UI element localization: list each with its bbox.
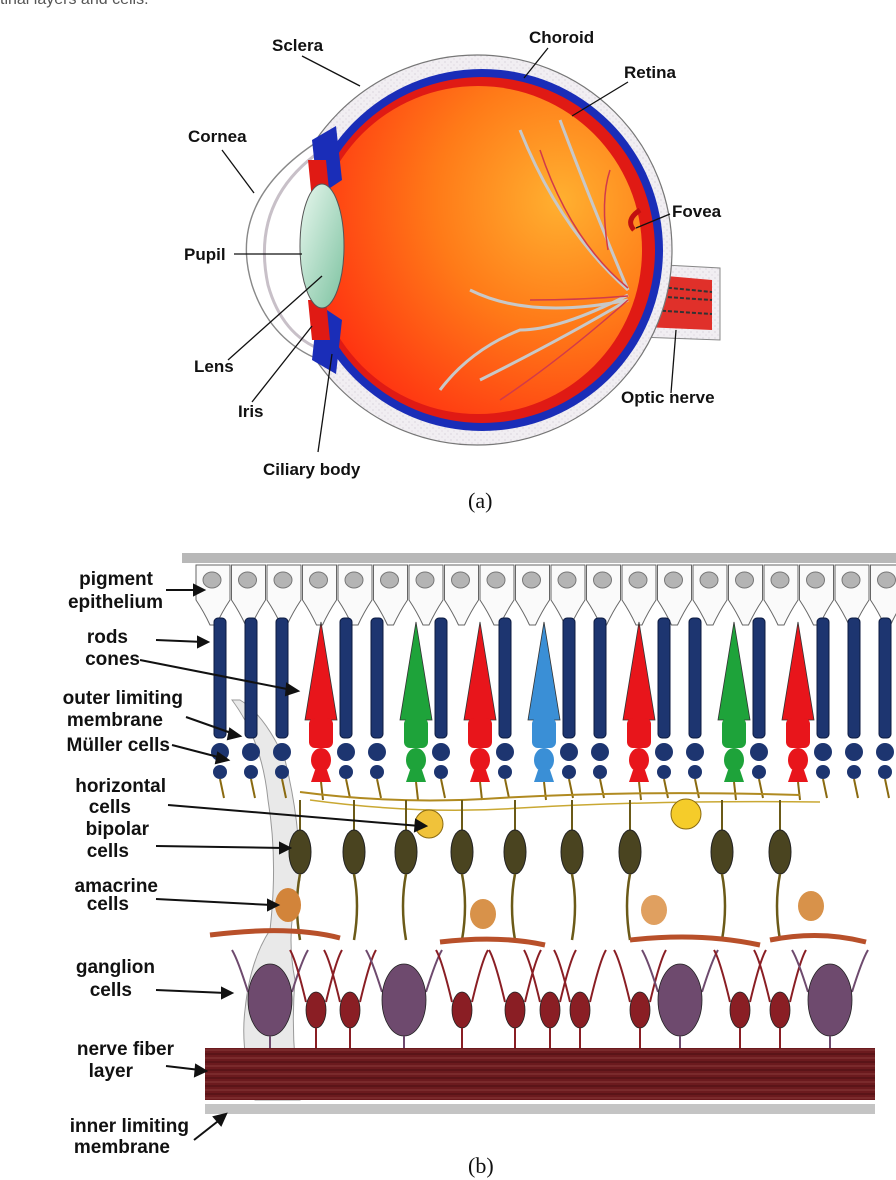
label-ciliary-body: Ciliary body <box>263 460 361 479</box>
label-fovea: Fovea <box>672 202 722 221</box>
rod <box>563 618 575 738</box>
rod <box>879 618 891 738</box>
rod <box>848 618 860 738</box>
label-muller: Müller cells <box>67 735 171 756</box>
ganglion-cells <box>232 950 868 1050</box>
cone <box>305 622 337 720</box>
rod <box>245 618 257 738</box>
rod <box>658 618 670 738</box>
label-sclera: Sclera <box>272 36 324 55</box>
retina-layers-diagram <box>182 553 896 1114</box>
label-lens: Lens <box>194 357 234 376</box>
rod <box>594 618 606 738</box>
bipolar-cell <box>504 830 526 874</box>
cone <box>718 622 750 720</box>
cone <box>782 622 814 720</box>
label-pigment-1: pigment <box>79 569 154 590</box>
label-pupil: Pupil <box>184 245 226 264</box>
caption-b: (b) <box>468 1153 494 1178</box>
cone <box>623 622 655 720</box>
bipolar-cell <box>711 830 733 874</box>
bipolar-cell <box>451 830 473 874</box>
label-horizontal-1: horizontal <box>75 776 166 797</box>
label-retina: Retina <box>624 63 677 82</box>
bipolar-cell <box>769 830 791 874</box>
inner-limiting-membrane-shape <box>205 1104 875 1114</box>
label-iris: Iris <box>238 402 264 421</box>
cone <box>464 622 496 720</box>
ganglion-cell <box>658 964 702 1036</box>
nerve-fiber-layer-shape <box>205 1048 875 1100</box>
ganglion-cell <box>570 992 590 1028</box>
label-optic-nerve: Optic nerve <box>621 388 715 407</box>
rod <box>499 618 511 738</box>
ganglion-cell <box>248 964 292 1036</box>
bipolar-cell <box>289 830 311 874</box>
label-nfl-1: nerve fiber <box>77 1039 175 1060</box>
ganglion-cell <box>452 992 472 1028</box>
amacrine-cells <box>210 888 866 945</box>
choroid-band <box>182 553 896 563</box>
rod <box>371 618 383 738</box>
rod <box>753 618 765 738</box>
label-bipolar-1: bipolar <box>86 819 150 840</box>
ganglion-cell <box>730 992 750 1028</box>
label-ganglion-2: cells <box>90 980 132 1001</box>
ganglion-cell <box>540 992 560 1028</box>
horizontal-cell-2 <box>671 799 701 829</box>
label-nfl-2: layer <box>89 1061 134 1082</box>
ganglion-cell <box>505 992 525 1028</box>
label-pigment-2: epithelium <box>68 592 163 613</box>
label-amacrine-2: cells <box>87 894 129 915</box>
label-olm-2: membrane <box>67 710 163 731</box>
pigment-epithelium-shape <box>196 565 896 625</box>
rod <box>817 618 829 738</box>
eye-diagram <box>246 55 720 445</box>
bipolar-cell <box>561 830 583 874</box>
ganglion-cell <box>630 992 650 1028</box>
label-ganglion-1: ganglion <box>76 957 155 978</box>
label-cornea: Cornea <box>188 127 247 146</box>
cone <box>400 622 432 720</box>
label-olm-1: outer limiting <box>63 688 183 709</box>
label-bipolar-2: cells <box>87 841 129 862</box>
cone <box>528 622 560 720</box>
rod <box>276 618 288 738</box>
rod <box>214 618 226 738</box>
rod <box>340 618 352 738</box>
label-horizontal-2: cells <box>89 797 131 818</box>
rod <box>689 618 701 738</box>
ganglion-cell <box>770 992 790 1028</box>
bipolar-cell <box>619 830 641 874</box>
ganglion-cell <box>808 964 852 1036</box>
ganglion-cell <box>340 992 360 1028</box>
photoreceptors <box>211 618 894 800</box>
caption-a: (a) <box>468 488 492 513</box>
label-choroid: Choroid <box>529 28 594 47</box>
ganglion-cell <box>306 992 326 1028</box>
label-ilm-2: membrane <box>74 1137 170 1158</box>
ganglion-cell <box>382 964 426 1036</box>
label-rods: rods <box>87 627 128 648</box>
rod <box>435 618 447 738</box>
bipolar-cell <box>395 830 417 874</box>
vitreous-shape <box>314 86 642 414</box>
bipolar-cell <box>343 830 365 874</box>
label-ilm-1: inner limiting <box>70 1116 189 1137</box>
label-cones: cones <box>85 649 140 670</box>
